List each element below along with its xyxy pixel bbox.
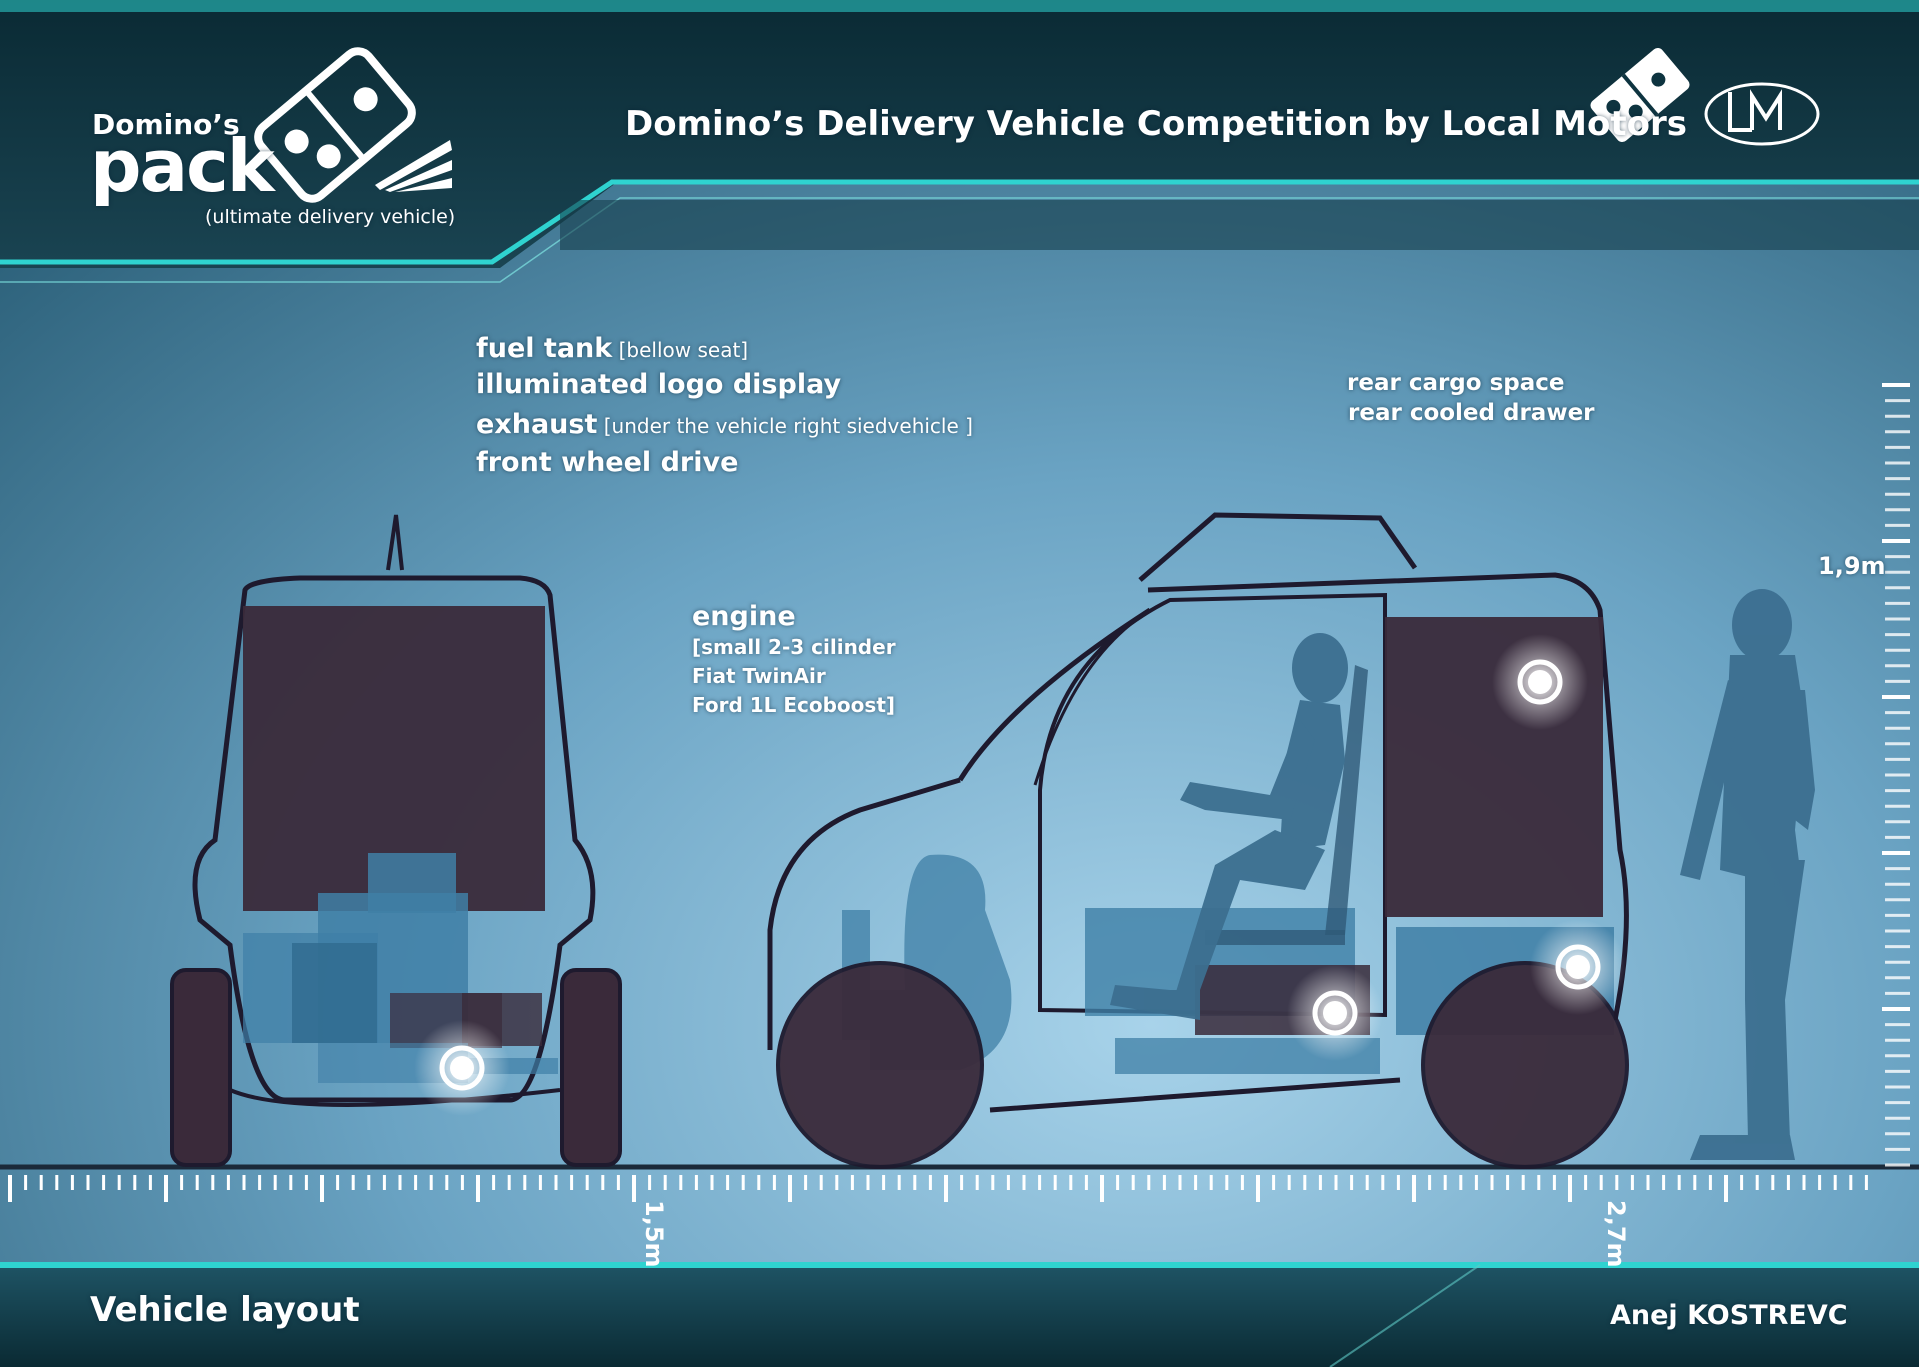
label-main-text: fuel tank [476, 333, 613, 364]
label-front-wheel-drive: front wheel drive [476, 447, 738, 478]
brand-top-text: Domino’s [92, 108, 240, 141]
label-engine-line-1: [small 2-3 cilinder [692, 635, 896, 659]
footer-title: Vehicle layout [90, 1290, 360, 1330]
label-engine-line-2: Fiat TwinAir [692, 664, 826, 688]
label-note-text: [bellow seat] [612, 338, 749, 362]
footer-band [0, 1262, 1919, 1367]
vertical-ruler [1882, 383, 1910, 1167]
page-title: Domino’s Delivery Vehicle Competition by… [625, 104, 1687, 144]
side-length-scale-label: 2,7m [1602, 1200, 1630, 1268]
label-exhaust: exhaust [under the vehicle right siedveh… [476, 409, 973, 440]
label-rear-drawer: rear cooled drawer [1348, 400, 1595, 426]
label-engine-title: engine [692, 601, 796, 632]
brand-main-text: pack [90, 124, 275, 208]
brand-tagline: (ultimate delivery vehicle) [205, 206, 456, 228]
logo-speed-lines [375, 140, 452, 192]
label-note-text: [under the vehicle right siedvehicle ] [597, 414, 973, 438]
label-main-text: exhaust [476, 409, 598, 440]
label-fuel-tank: fuel tank [bellow seat] [476, 333, 748, 364]
header-band [0, 0, 1919, 268]
height-scale-label: 1,9m [1818, 552, 1886, 580]
dominos-pack-logo-icon [254, 47, 416, 203]
label-main-text: front wheel drive [476, 447, 739, 478]
front-width-scale-label: 1,5m [640, 1200, 668, 1268]
top-accent [0, 0, 1919, 12]
header-accent-line [0, 179, 1919, 265]
header-sub-band [560, 200, 1919, 250]
side-view [767, 512, 1629, 1169]
domino-logo-icon [1590, 47, 1690, 143]
label-illuminated-logo: illuminated logo display [476, 369, 841, 400]
front-view [170, 514, 622, 1167]
label-rear-cargo: rear cargo space [1347, 370, 1565, 396]
author-name: Anej KOSTREVC [1610, 1300, 1848, 1331]
standing-person-figure [1680, 589, 1815, 1160]
horizontal-ruler [8, 1175, 1868, 1202]
label-main-text: illuminated logo display [476, 369, 842, 400]
footer-diagonal [1329, 1264, 1481, 1367]
local-motors-logo-icon [1704, 82, 1820, 146]
label-engine-line-3: Ford 1L Ecoboost] [692, 693, 896, 717]
